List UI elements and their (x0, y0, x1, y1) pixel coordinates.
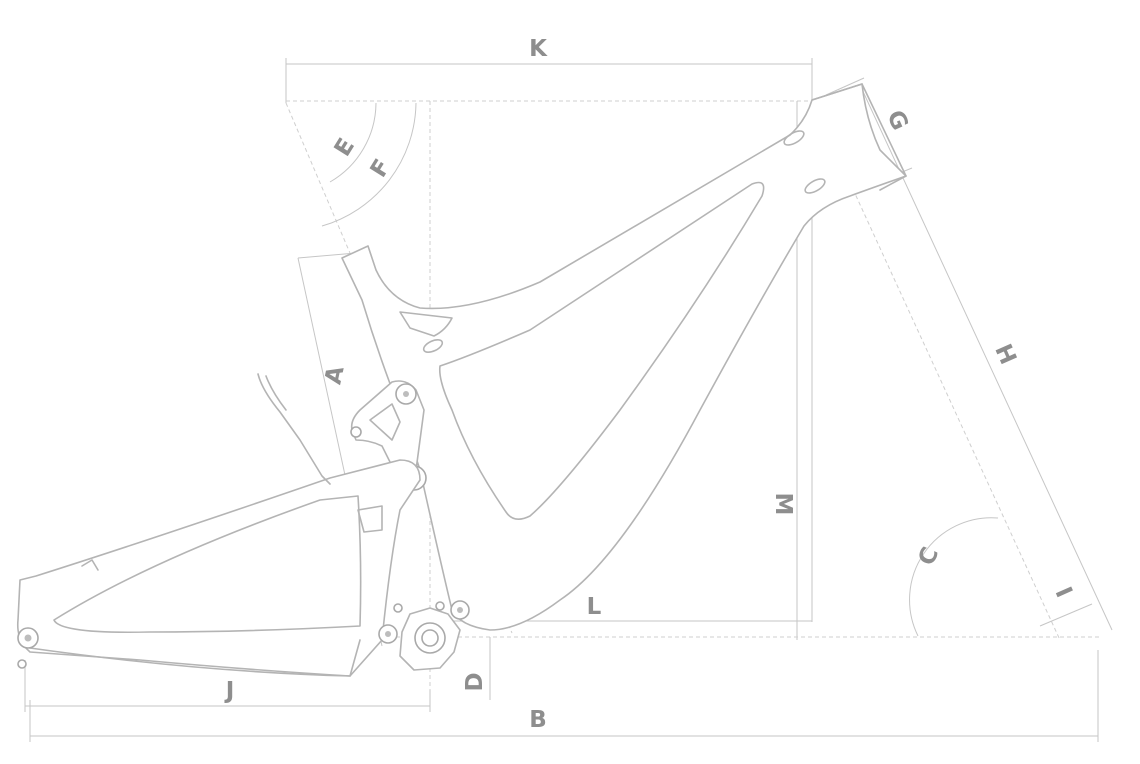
label-j: J (224, 678, 235, 704)
label-d: D (462, 672, 488, 691)
label-k: K (529, 36, 548, 62)
label-i: I (1049, 583, 1076, 601)
label-g: G (881, 106, 912, 134)
label-h: H (989, 340, 1021, 368)
label-f: F (366, 155, 396, 182)
label-a: A (320, 364, 349, 387)
label-b: B (529, 707, 547, 733)
label-l: L (587, 594, 602, 620)
bottom-bracket (378, 600, 470, 671)
rear-triangle (16, 373, 421, 677)
label-e: E (330, 134, 360, 161)
front-triangle (341, 83, 907, 631)
label-c: C (914, 543, 945, 569)
label-m: M (770, 493, 796, 516)
